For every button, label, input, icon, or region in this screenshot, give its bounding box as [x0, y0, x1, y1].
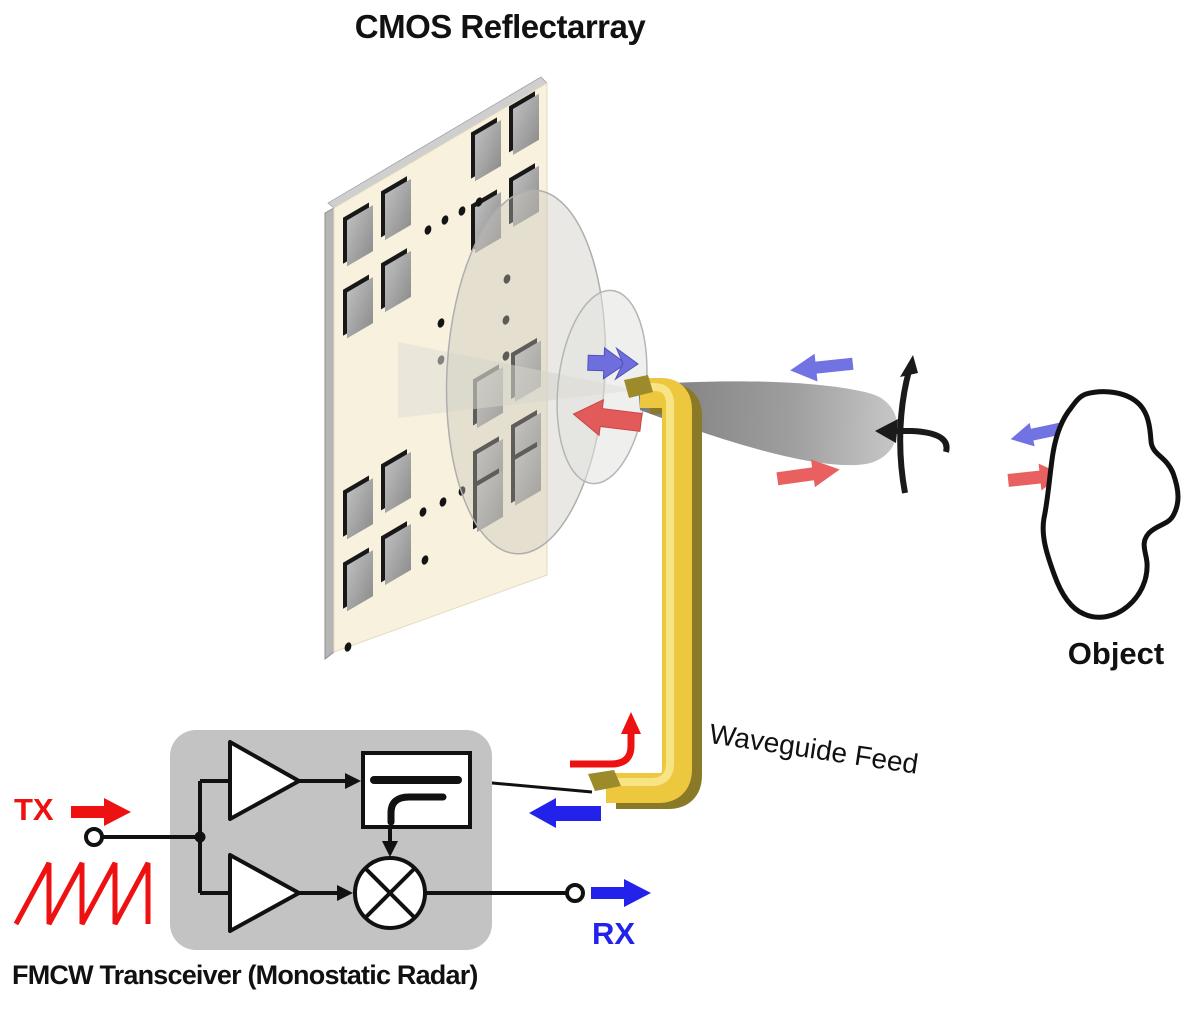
via-dot: [421, 555, 429, 565]
focus-outgoing-arrow-icon: [587, 346, 639, 381]
waveguide-highlight: [599, 383, 674, 786]
wave-up-arrow-icon: [570, 712, 641, 768]
figure-title: CMOS Reflectarray: [354, 8, 646, 45]
patch-element: [475, 120, 501, 182]
panel-patches: [343, 91, 541, 612]
wire-arrowhead: [337, 885, 353, 901]
coupler-icon: [361, 751, 472, 829]
patch-element: [515, 444, 541, 506]
sawtooth-waveform-icon: [13, 861, 151, 926]
patch-element: [347, 277, 373, 339]
rx-port-label: RX: [592, 916, 636, 951]
object-label: Object: [1067, 636, 1165, 671]
tx-port-label: TX: [14, 792, 54, 827]
via-dot: [419, 507, 427, 517]
object-reflected-arrow-icon: [1010, 420, 1071, 447]
object-outline: [1040, 389, 1181, 620]
patch-element: [347, 205, 373, 267]
patch-element: [347, 550, 373, 612]
via-dot: [439, 497, 447, 507]
wire-arrowhead: [345, 773, 361, 789]
outgoing-beam-arrow-icon: [776, 459, 840, 488]
feed-cone: [398, 342, 638, 418]
waveguide-bottom-opening: [588, 770, 621, 791]
patch-element: [385, 250, 411, 313]
reflectarray-panel: [324, 76, 548, 661]
rx-arrow-icon: [591, 879, 651, 907]
patch-element: [477, 470, 503, 533]
via-dot: [475, 197, 483, 207]
via-dot: [441, 215, 449, 225]
via-dot: [458, 206, 466, 216]
panel-via-dots: [344, 197, 511, 652]
waveguide-top-opening: [624, 375, 653, 398]
patch-element: [385, 451, 411, 514]
beam-steering-icon: [875, 355, 950, 494]
via-dot: [344, 642, 352, 652]
patch-element: [513, 165, 539, 227]
patch-element: [513, 93, 539, 155]
tx-arrow-icon: [71, 798, 131, 826]
fmcw-transceiver-block: [84, 730, 585, 950]
amplifier-bottom-icon: [228, 853, 301, 933]
junction-dot: [194, 831, 206, 843]
incoming-beam-arrow-icon: [790, 353, 854, 382]
tx-port-terminal: [84, 827, 104, 847]
beam-lobe: [638, 381, 898, 466]
transceiver-caption: FMCW Transceiver (Monostatic Radar): [12, 960, 478, 990]
wire-arrowhead: [382, 841, 398, 857]
patch-element: [347, 478, 373, 540]
patch-element: [385, 178, 411, 241]
via-dot: [502, 315, 510, 325]
waveguide-feed-tube: [588, 375, 702, 809]
focus-incoming-arrow-icon: [572, 398, 643, 437]
amplifier-top-icon: [228, 740, 301, 821]
patch-element: [385, 523, 411, 586]
panel-side-face: [324, 207, 335, 661]
via-dot: [424, 225, 432, 235]
wave-down-arrow-icon: [529, 798, 601, 828]
via-dot: [437, 318, 445, 328]
mixer-icon: [353, 856, 427, 930]
via-dot: [503, 274, 511, 284]
via-dot: [502, 351, 510, 361]
rx-port-terminal: [565, 883, 585, 903]
